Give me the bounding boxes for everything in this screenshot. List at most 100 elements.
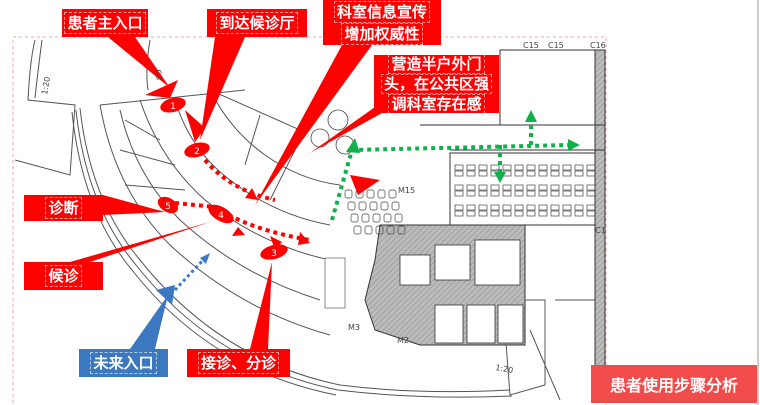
seat <box>397 225 406 235</box>
svg-text:C16: C16 <box>590 41 606 50</box>
callout-semi-outdoor-line3: 调科室存在感 <box>388 94 485 114</box>
seat <box>526 210 536 217</box>
seat <box>353 225 362 235</box>
step-2-marker: 2 <box>184 142 210 158</box>
callout-waiting-label: 候诊 <box>45 265 82 287</box>
callout-dept-info: 科室信息宣传 增加权威性 <box>323 0 441 45</box>
seat <box>478 190 488 197</box>
seat <box>550 210 560 217</box>
seat <box>514 170 524 177</box>
seat <box>454 184 464 191</box>
callout-future-entrance-label: 未来入口 <box>90 352 157 374</box>
seat <box>502 164 512 171</box>
seat <box>394 213 403 223</box>
slide-edge <box>757 0 759 405</box>
seat <box>562 184 572 191</box>
callout-semi-outdoor: 营造半户外门 头，在公共区强 调科室存在感 <box>374 54 499 114</box>
callout-diagnosis-label: 诊断 <box>45 197 82 219</box>
seat <box>526 184 536 191</box>
seat <box>574 184 584 191</box>
seat <box>466 170 476 177</box>
seat <box>466 210 476 217</box>
seat <box>574 204 584 211</box>
seat <box>550 170 560 177</box>
seat <box>550 184 560 191</box>
seat <box>478 204 488 211</box>
seat <box>574 190 584 197</box>
svg-text:C15: C15 <box>548 41 564 50</box>
seat <box>344 189 353 199</box>
seat <box>466 184 476 191</box>
seat <box>562 170 572 177</box>
svg-text:M2: M2 <box>397 336 409 345</box>
callout-reception-label: 接诊、分诊 <box>197 352 279 374</box>
callout-waiting: 候诊 <box>24 262 103 290</box>
seat <box>478 184 488 191</box>
callout-dept-info-line1: 科室信息宣传 <box>333 0 430 23</box>
callout-pointers <box>70 37 385 349</box>
seat <box>502 204 512 211</box>
summary-title: 患者使用步骤分析 <box>591 365 757 403</box>
svg-text:C1: C1 <box>595 226 606 235</box>
seat <box>562 204 572 211</box>
seat <box>562 164 572 171</box>
callout-main-entrance-label: 患者主入口 <box>64 12 146 34</box>
svg-text:1:20: 1:20 <box>495 363 514 375</box>
seat <box>562 190 572 197</box>
seat <box>538 164 548 171</box>
svg-text:4: 4 <box>218 211 224 221</box>
seat <box>383 213 392 223</box>
seat <box>388 189 397 199</box>
seat <box>350 213 359 223</box>
callout-arrive-waiting-hall: 到达候诊厅 <box>207 9 307 37</box>
callout-dept-info-line2: 增加权威性 <box>341 22 423 45</box>
plan-labels: 1:20 1:20 M15 M3 M2 C15 C15 C16 C1 C3 <box>40 41 606 375</box>
callout-future-entrance: 未来入口 <box>79 349 168 377</box>
seat <box>391 201 400 211</box>
step-4-marker: 4 <box>208 204 234 224</box>
seat <box>502 184 512 191</box>
callout-diagnosis: 诊断 <box>24 195 103 221</box>
svg-text:C15: C15 <box>523 41 539 50</box>
seat <box>454 210 464 217</box>
seat <box>526 204 536 211</box>
seat <box>380 201 389 211</box>
seat <box>562 210 572 217</box>
seat <box>478 164 488 171</box>
seat <box>574 210 584 217</box>
svg-text:3: 3 <box>271 249 277 259</box>
seat <box>550 204 560 211</box>
seat <box>386 225 395 235</box>
svg-text:M15: M15 <box>398 186 415 195</box>
callout-semi-outdoor-line1: 营造半户外门 <box>388 54 485 74</box>
seat <box>372 213 381 223</box>
restrooms <box>499 49 601 126</box>
seat <box>538 184 548 191</box>
svg-text:5: 5 <box>165 202 171 212</box>
seat <box>514 210 524 217</box>
seat <box>454 204 464 211</box>
seat <box>514 204 524 211</box>
seat <box>347 201 356 211</box>
seat <box>466 190 476 197</box>
seat <box>490 164 500 171</box>
step-3-marker: 3 <box>260 244 288 260</box>
seat <box>454 164 464 171</box>
seat <box>454 190 464 197</box>
svg-text:1: 1 <box>170 102 176 112</box>
step-5-marker: 5 <box>157 196 179 214</box>
callout-semi-outdoor-line2: 头，在公共区强 <box>380 74 492 94</box>
callout-arrive-label: 到达候诊厅 <box>216 12 298 34</box>
seat <box>478 210 488 217</box>
svg-text:C3: C3 <box>153 69 164 81</box>
seat <box>490 210 500 217</box>
seat <box>538 210 548 217</box>
seat <box>369 201 378 211</box>
step-1-marker: 1 <box>160 97 186 113</box>
red-patient-path <box>174 158 311 242</box>
seat <box>538 204 548 211</box>
seat <box>490 190 500 197</box>
seat <box>514 164 524 171</box>
seat <box>538 190 548 197</box>
